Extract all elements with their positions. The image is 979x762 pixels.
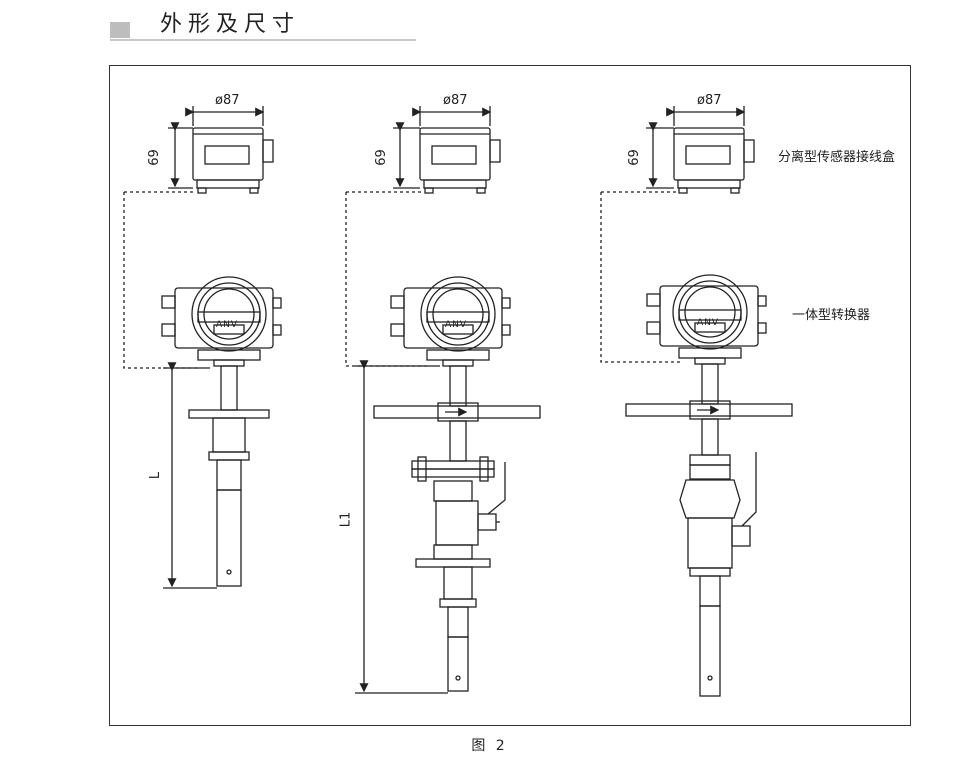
junction-box-3 — [673, 127, 755, 194]
header-rule — [110, 39, 416, 41]
height-label-3: 69 — [626, 149, 642, 166]
display-text-1: ANV — [216, 320, 239, 330]
converter-head-3 — [646, 274, 767, 365]
display-text-3: ANV — [697, 318, 720, 328]
display-text-2: ANV — [445, 320, 468, 330]
junction-box-2 — [419, 127, 501, 194]
figure-caption: 图 2 — [471, 738, 508, 754]
length-label-L1: L1 — [338, 511, 354, 528]
diameter-label-2: ø87 — [443, 93, 468, 108]
header-square-marker — [110, 22, 130, 38]
diameter-label-3: ø87 — [697, 93, 722, 108]
variant-valve-probe — [345, 106, 541, 694]
variant-short-probe — [123, 106, 282, 589]
converter-head-1 — [161, 276, 282, 367]
page-title: 外形及尺寸 — [160, 12, 301, 37]
diameter-label-1: ø87 — [215, 93, 240, 108]
height-label-1: 69 — [146, 149, 162, 166]
height-label-2: 69 — [373, 149, 389, 166]
junction-box-label: 分离型传感器接线盒 — [778, 150, 896, 165]
variant-valve-probe-long — [600, 106, 793, 697]
converter-label: 一体型转换器 — [792, 308, 871, 323]
length-label-L: L — [148, 471, 164, 480]
converter-head-2 — [390, 276, 511, 367]
drawing-frame — [109, 65, 911, 726]
junction-box-1 — [192, 127, 274, 194]
